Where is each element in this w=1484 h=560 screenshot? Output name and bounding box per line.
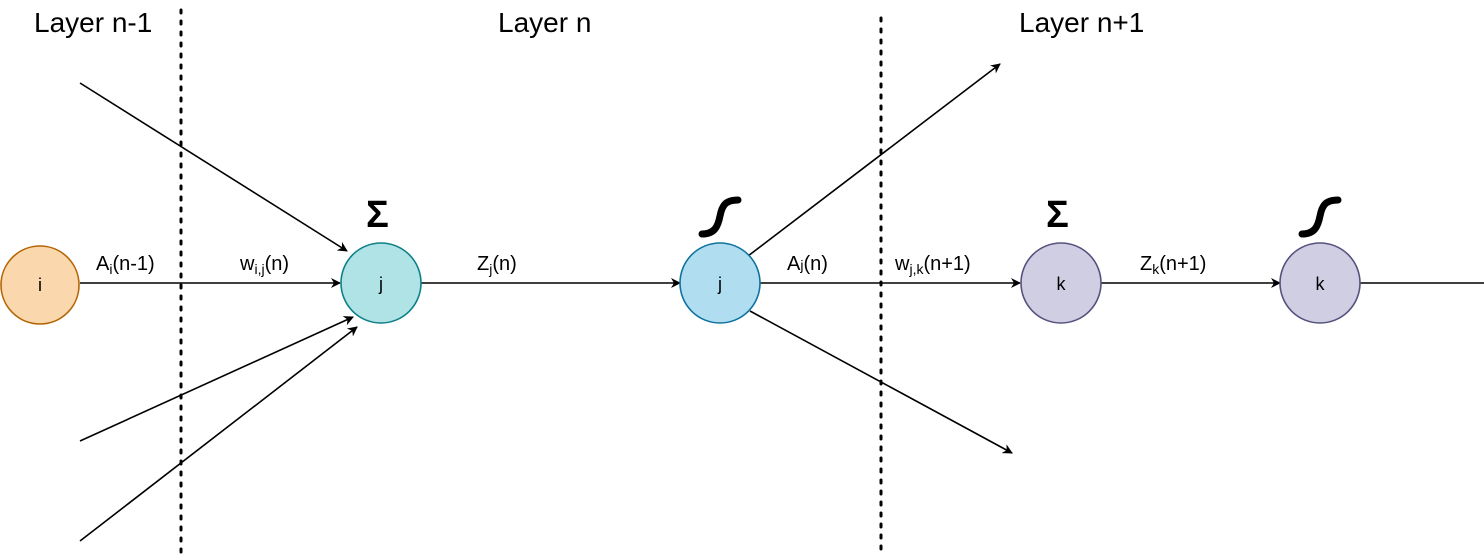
edge-label-z-k: Zk(n+1) (1140, 253, 1206, 277)
layer-title-prev: Layer n-1 (34, 7, 152, 38)
node-i: i (0, 245, 80, 325)
node-label-j-sum: j (378, 274, 383, 294)
node-label-k-activation: k (1316, 274, 1326, 294)
node-label-k-sum: k (1057, 274, 1067, 294)
edge-label-z-j: Zj(n) (477, 253, 517, 277)
sum-symbol-k: Σ (1046, 194, 1069, 236)
layer-title-curr: Layer n (498, 7, 591, 38)
node-k-sum: k (1020, 242, 1102, 324)
edge-label-w-ij: wi,j(n) (239, 253, 289, 277)
edge-label-a-j: Aj(n) (787, 253, 828, 275)
edge-incoming-bottom-2 (79, 326, 358, 542)
edge-label-a-prev: Ai(n-1) (96, 253, 155, 277)
edge-outgoing-bottom (749, 310, 1013, 454)
edge-label-w-jk: wj,k(n+1) (894, 253, 971, 277)
node-j-sum: j (340, 242, 422, 324)
node-label-j-activation: j (717, 274, 722, 294)
node-j-activation: j (679, 242, 761, 324)
layer-title-next: Layer n+1 (1019, 7, 1144, 38)
edge-outgoing-top (747, 63, 1001, 257)
node-k-activation: k (1279, 242, 1361, 324)
sigmoid-icon (1298, 196, 1342, 238)
sigmoid-icon (698, 196, 742, 238)
edge-incoming-bottom-1 (79, 316, 354, 442)
sum-symbol-j: Σ (366, 194, 389, 236)
edge-incoming-top (79, 82, 348, 252)
node-label-i: i (38, 275, 42, 295)
